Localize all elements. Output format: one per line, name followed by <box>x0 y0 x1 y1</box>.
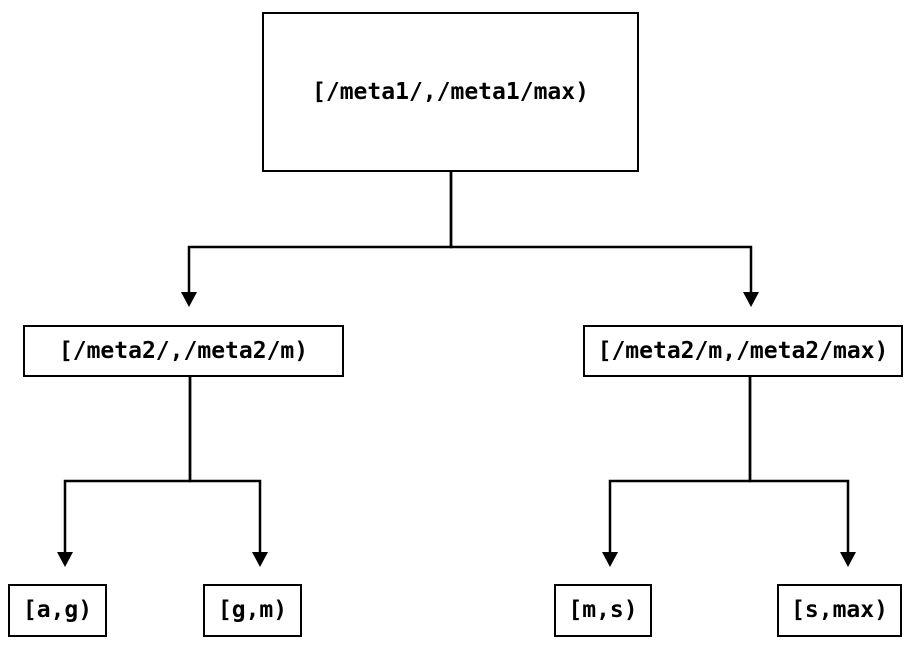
arrowhead-down-icon <box>602 552 618 567</box>
edge-line <box>449 172 753 293</box>
tree-node-leaf-ms: [m,s) <box>554 584 652 637</box>
tree-node-mid-left: [/meta2/,/meta2/m) <box>23 325 344 377</box>
tree-node-mid-left-label: [/meta2/,/meta2/m) <box>58 337 309 364</box>
arrowhead-down-icon <box>57 552 73 567</box>
edge-root-to-mid-right <box>449 172 759 307</box>
arrowhead-down-icon <box>252 552 268 567</box>
edge-line <box>63 377 192 553</box>
edge-line <box>187 172 453 293</box>
edge-mid-left-to-leaf-ag <box>57 377 192 567</box>
tree-node-leaf-ms-label: [m,s) <box>568 597 638 623</box>
tree-node-leaf-gm-label: [g,m) <box>217 597 288 623</box>
edge-root-to-mid-left <box>181 172 453 307</box>
edge-mid-right-to-leaf-smax <box>748 377 856 567</box>
tree-node-leaf-gm: [g,m) <box>203 584 302 637</box>
tree-node-leaf-smax: [s,max) <box>777 584 902 637</box>
tree-node-mid-right-label: [/meta2/m,/meta2/max) <box>597 337 889 364</box>
tree-node-root: [/meta1/,/meta1/max) <box>262 12 639 172</box>
edge-line <box>188 377 262 553</box>
tree-node-leaf-ag: [a,g) <box>8 584 107 637</box>
arrowhead-down-icon <box>181 292 197 307</box>
arrowhead-down-icon <box>743 292 759 307</box>
edge-mid-right-to-leaf-ms <box>602 377 752 567</box>
arrowhead-down-icon <box>840 552 856 567</box>
edge-line <box>608 377 752 553</box>
tree-node-leaf-ag-label: [a,g) <box>22 597 93 623</box>
edge-line <box>748 377 850 553</box>
tree-node-leaf-smax-label: [s,max) <box>791 597 888 623</box>
edge-mid-left-to-leaf-gm <box>188 377 268 567</box>
tree-node-root-label: [/meta1/,/meta1/max) <box>312 78 589 105</box>
tree-node-mid-right: [/meta2/m,/meta2/max) <box>583 325 903 377</box>
